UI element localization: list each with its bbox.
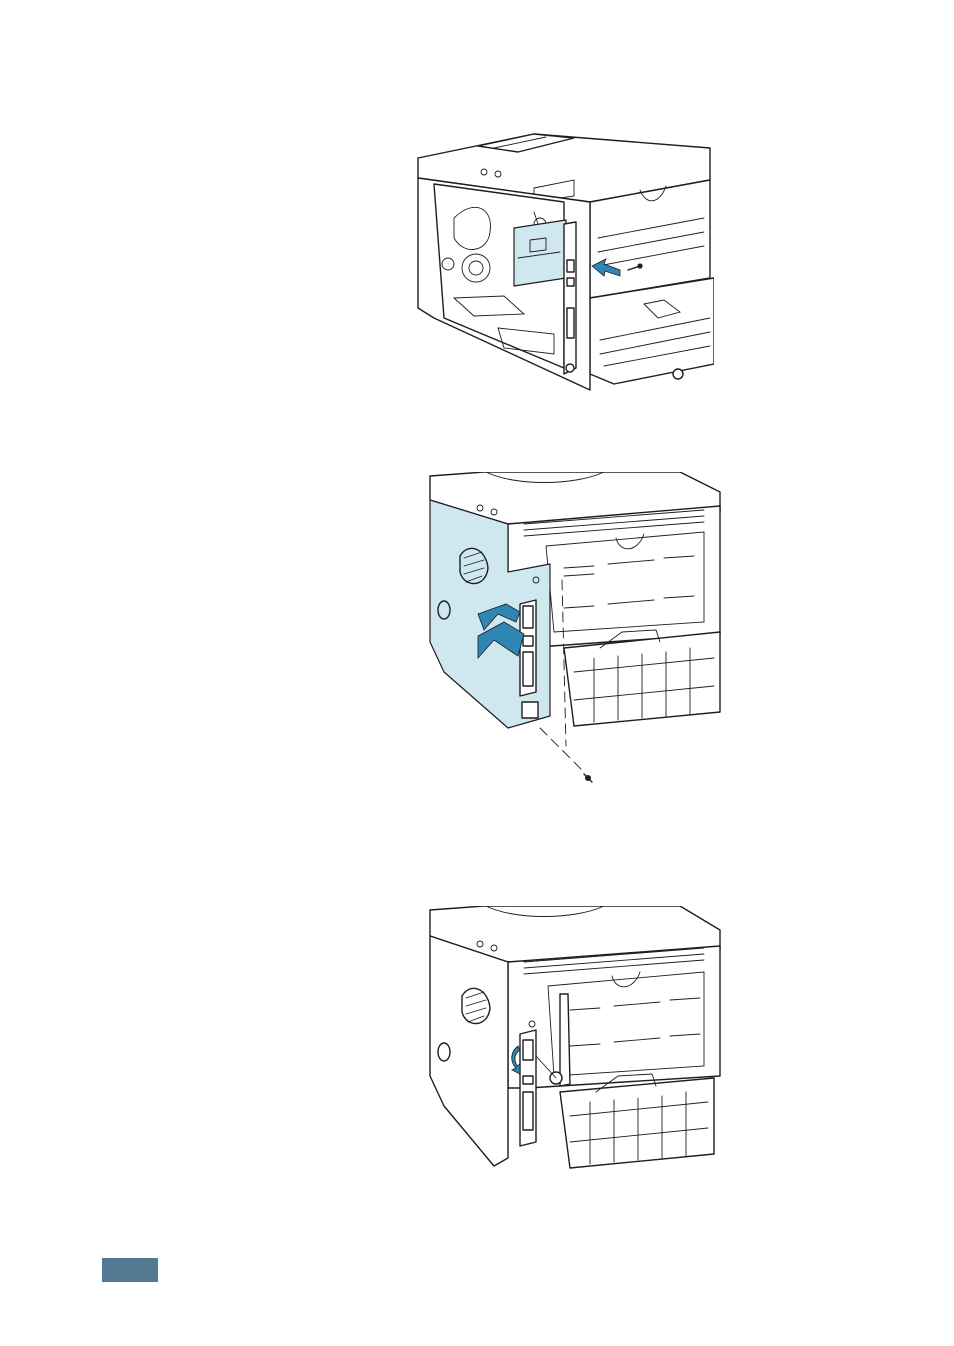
network-card [514, 220, 566, 286]
printer-icon [424, 906, 724, 1172]
printer-icon [424, 472, 724, 790]
printer-icon [414, 128, 714, 392]
printer-open-side-illustration [414, 128, 714, 392]
antenna [560, 994, 570, 1086]
screw-icon [637, 263, 642, 268]
page-number-tab [102, 1258, 158, 1282]
printer-side-cover-illustration [424, 472, 724, 790]
printer-antenna-illustration [424, 906, 724, 1172]
